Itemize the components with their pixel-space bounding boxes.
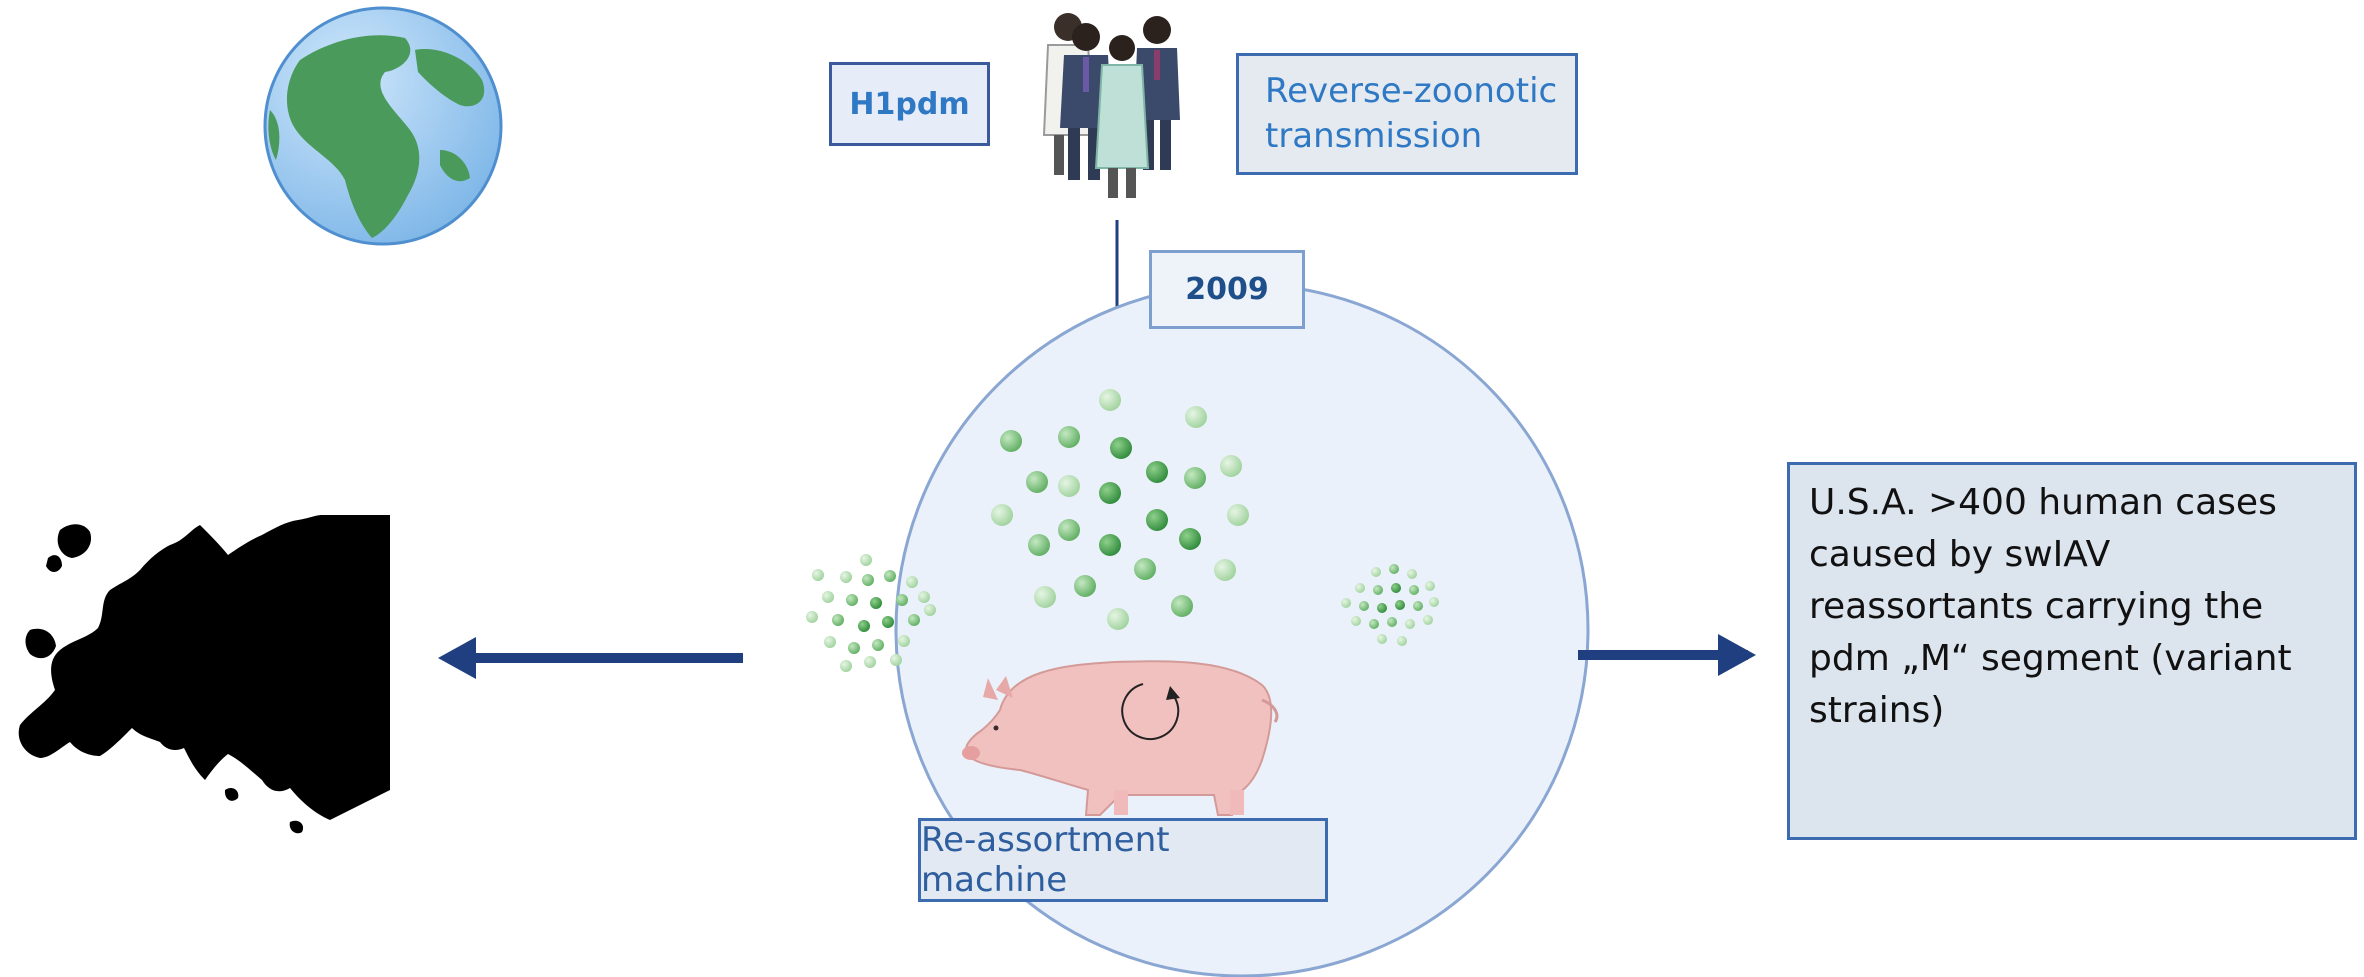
virus-particle-icon bbox=[1341, 564, 1439, 646]
arrow-left-icon bbox=[438, 637, 743, 679]
h1pdm-label: H1pdm bbox=[829, 62, 990, 146]
europe-map-icon bbox=[18, 515, 391, 834]
pig-icon bbox=[962, 660, 1279, 816]
reverse-zoonotic-line2: transmission bbox=[1265, 116, 1483, 156]
people-icon bbox=[1042, 13, 1180, 198]
usa-cases-text: U.S.A. >400 human cases caused by swIAV … bbox=[1809, 482, 2292, 731]
year-label: 2009 bbox=[1149, 250, 1305, 329]
globe-icon bbox=[263, 6, 503, 246]
usa-cases-box: U.S.A. >400 human cases caused by swIAV … bbox=[1787, 462, 2357, 840]
year-text: 2009 bbox=[1185, 272, 1269, 307]
cycle-icon bbox=[1121, 683, 1180, 741]
reverse-zoonotic-label: Reverse-zoonotic transmission bbox=[1236, 53, 1578, 175]
virus-particle-icon bbox=[806, 554, 936, 672]
virus-particle-icon bbox=[991, 389, 1249, 630]
arrow-right-icon bbox=[1578, 634, 1756, 676]
reassortment-machine-text: Re-assortment machine bbox=[921, 820, 1170, 900]
reverse-zoonotic-line1: Reverse-zoonotic bbox=[1265, 71, 1558, 111]
h1pdm-text: H1pdm bbox=[849, 86, 970, 122]
reassortment-machine-label: Re-assortment machine bbox=[918, 818, 1328, 902]
